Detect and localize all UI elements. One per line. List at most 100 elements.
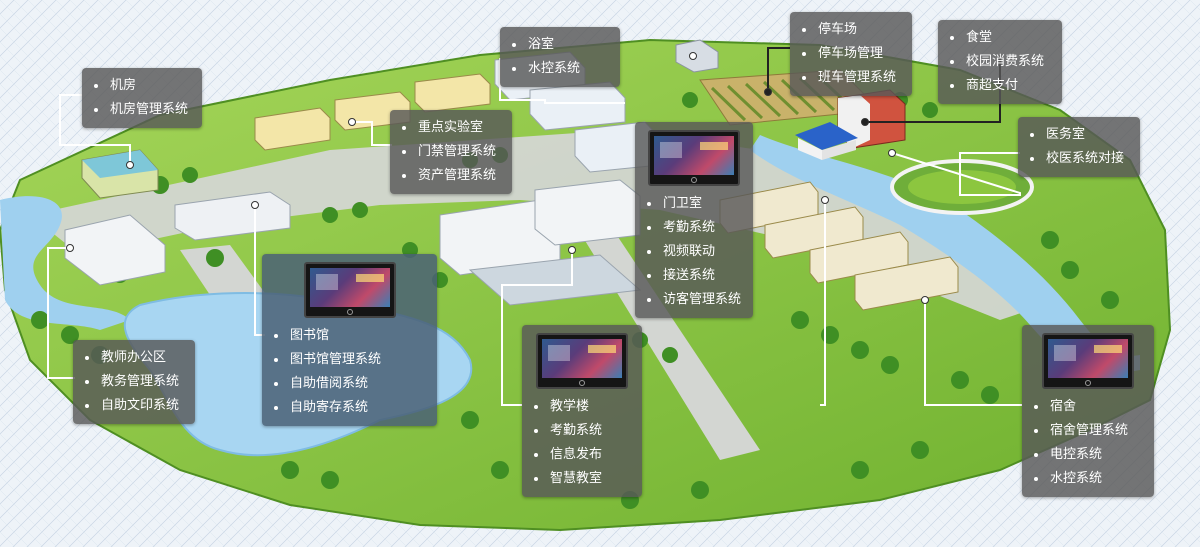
callout-library: 图书馆图书馆管理系统自助借阅系统自助寄存系统 bbox=[262, 254, 437, 426]
bullet-icon bbox=[647, 298, 651, 302]
kiosk-device-icon bbox=[648, 130, 740, 186]
callout-item: 宿舍管理系统 bbox=[1032, 419, 1144, 443]
callout-item: 食堂 bbox=[948, 26, 1052, 50]
callout-item-label: 门卫室 bbox=[663, 196, 703, 211]
bullet-icon bbox=[647, 274, 651, 278]
bullet-icon bbox=[534, 405, 538, 409]
callout-item: 考勤系统 bbox=[645, 216, 743, 240]
callout-item: 智慧教室 bbox=[532, 467, 632, 491]
bullet-icon bbox=[512, 67, 516, 71]
bullet-icon bbox=[402, 150, 406, 154]
callout-item: 停车场管理 bbox=[800, 42, 902, 66]
bullet-icon bbox=[950, 36, 954, 40]
callout-item-label: 停车场管理 bbox=[818, 46, 884, 61]
bullet-icon bbox=[402, 174, 406, 178]
callout-item-label: 校医系统对接 bbox=[1046, 151, 1125, 166]
callout-item-label: 考勤系统 bbox=[663, 220, 716, 235]
callout-item-label: 食堂 bbox=[966, 30, 993, 45]
bullet-icon bbox=[534, 477, 538, 481]
callout-item: 商超支付 bbox=[948, 74, 1052, 98]
callout-clinic: 医务室校医系统对接 bbox=[1018, 117, 1140, 177]
callout-item-label: 视频联动 bbox=[663, 244, 716, 259]
callout-item: 浴室 bbox=[510, 33, 610, 57]
bullet-icon bbox=[94, 84, 98, 88]
callout-item-label: 商超支付 bbox=[966, 78, 1019, 93]
callout-item-label: 资产管理系统 bbox=[418, 168, 497, 183]
callout-office: 教师办公区教务管理系统自助文印系统 bbox=[73, 340, 195, 424]
callout-item-label: 图书馆管理系统 bbox=[290, 352, 382, 367]
callout-item: 机房 bbox=[92, 74, 192, 98]
callout-item-label: 停车场 bbox=[818, 22, 858, 37]
callout-dorm: 宿舍宿舍管理系统电控系统水控系统 bbox=[1022, 325, 1154, 497]
callout-item-label: 机房 bbox=[110, 78, 137, 93]
connector-lines bbox=[47, 47, 1022, 406]
bullet-icon bbox=[1030, 157, 1034, 161]
callout-item: 班车管理系统 bbox=[800, 66, 902, 90]
callout-item: 视频联动 bbox=[645, 240, 743, 264]
callout-bathroom: 浴室水控系统 bbox=[500, 27, 620, 87]
callout-computer-room: 机房机房管理系统 bbox=[82, 68, 202, 128]
callout-item-label: 教学楼 bbox=[550, 399, 590, 414]
callout-item-label: 机房管理系统 bbox=[110, 102, 189, 117]
bullet-icon bbox=[1034, 405, 1038, 409]
bullet-icon bbox=[1030, 133, 1034, 137]
bullet-icon bbox=[1034, 477, 1038, 481]
callout-item-label: 水控系统 bbox=[1050, 471, 1103, 486]
callout-item-label: 门禁管理系统 bbox=[418, 144, 497, 159]
callout-item: 资产管理系统 bbox=[400, 164, 502, 188]
bullet-icon bbox=[85, 356, 89, 360]
callout-gate: 门卫室考勤系统视频联动接送系统访客管理系统 bbox=[635, 122, 753, 318]
bullet-icon bbox=[802, 76, 806, 80]
callout-item: 图书馆管理系统 bbox=[272, 348, 427, 372]
callout-item: 教务管理系统 bbox=[83, 370, 185, 394]
callout-item-label: 教师办公区 bbox=[101, 350, 167, 365]
callout-lab: 重点实验室门禁管理系统资产管理系统 bbox=[390, 110, 512, 194]
bullet-icon bbox=[1034, 429, 1038, 433]
callout-teaching: 教学楼考勤系统信息发布智慧教室 bbox=[522, 325, 642, 497]
callout-item-label: 宿舍管理系统 bbox=[1050, 423, 1129, 438]
bullet-icon bbox=[85, 380, 89, 384]
bullet-icon bbox=[402, 126, 406, 130]
callout-item: 医务室 bbox=[1028, 123, 1130, 147]
callout-item: 水控系统 bbox=[1032, 467, 1144, 491]
kiosk-device-icon bbox=[1042, 333, 1134, 389]
bullet-icon bbox=[1034, 453, 1038, 457]
callout-item-label: 班车管理系统 bbox=[818, 70, 897, 85]
bullet-icon bbox=[274, 382, 278, 386]
callout-item-label: 校园消费系统 bbox=[966, 54, 1045, 69]
callout-item: 教师办公区 bbox=[83, 346, 185, 370]
callout-item-label: 自助借阅系统 bbox=[290, 376, 369, 391]
callout-item-label: 教务管理系统 bbox=[101, 374, 180, 389]
bullet-icon bbox=[647, 250, 651, 254]
bullet-icon bbox=[802, 28, 806, 32]
callout-item: 停车场 bbox=[800, 18, 902, 42]
callout-item-label: 宿舍 bbox=[1050, 399, 1077, 414]
river-left bbox=[0, 196, 130, 330]
callout-item-label: 智慧教室 bbox=[550, 471, 603, 486]
callout-item-label: 自助寄存系统 bbox=[290, 400, 369, 415]
callout-item-label: 电控系统 bbox=[1050, 447, 1103, 462]
callout-item: 考勤系统 bbox=[532, 419, 632, 443]
callout-item: 宿舍 bbox=[1032, 395, 1144, 419]
callout-item: 机房管理系统 bbox=[92, 98, 192, 122]
callout-item-label: 医务室 bbox=[1046, 127, 1086, 142]
bullet-icon bbox=[274, 406, 278, 410]
connector-dots bbox=[66, 52, 929, 304]
callout-item: 电控系统 bbox=[1032, 443, 1144, 467]
callout-canteen: 食堂校园消费系统商超支付 bbox=[938, 20, 1062, 104]
callout-item: 图书馆 bbox=[272, 324, 427, 348]
callout-item: 门禁管理系统 bbox=[400, 140, 502, 164]
callout-item: 自助文印系统 bbox=[83, 394, 185, 418]
callout-item: 信息发布 bbox=[532, 443, 632, 467]
callout-item-label: 考勤系统 bbox=[550, 423, 603, 438]
callout-item-label: 信息发布 bbox=[550, 447, 603, 462]
callout-item: 自助寄存系统 bbox=[272, 396, 427, 420]
callout-item: 校园消费系统 bbox=[948, 50, 1052, 74]
river-right bbox=[750, 135, 1140, 373]
bullet-icon bbox=[274, 334, 278, 338]
callout-item: 自助借阅系统 bbox=[272, 372, 427, 396]
callout-item: 水控系统 bbox=[510, 57, 610, 81]
bullet-icon bbox=[85, 404, 89, 408]
bullet-icon bbox=[534, 429, 538, 433]
bullet-icon bbox=[647, 226, 651, 230]
